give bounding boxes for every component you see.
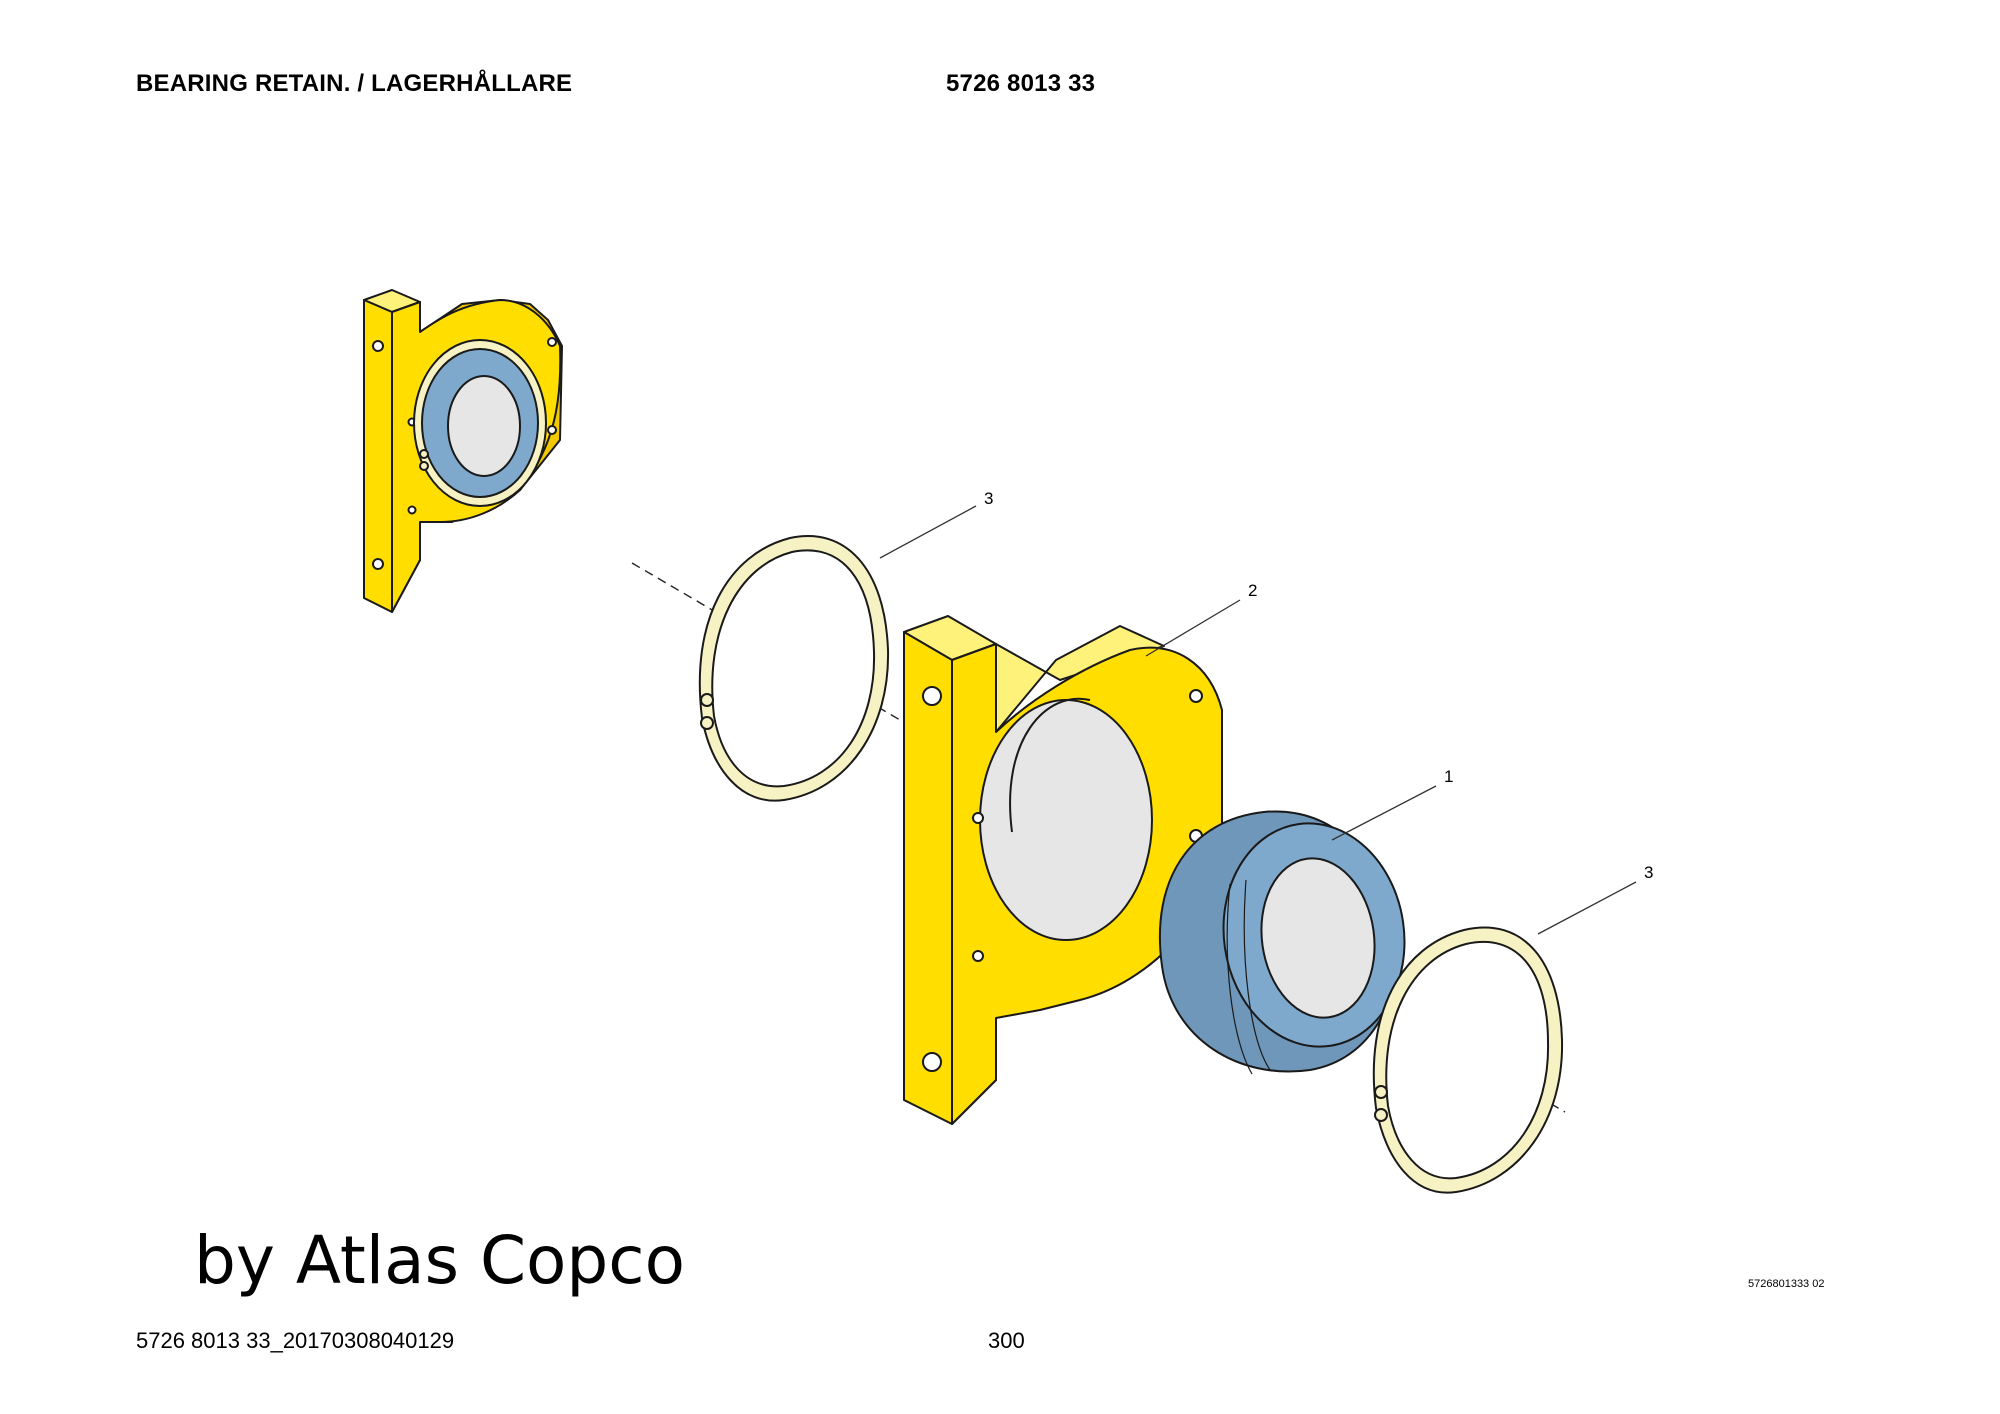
brand-watermark: by Atlas Copco [194,1222,685,1299]
retaining-ring-back [698,535,890,802]
leader-lines [879,505,1637,935]
callout-housing: 2 [1248,581,1257,600]
callout-ring-front: 3 [1644,863,1653,882]
callout-ring-back: 3 [984,489,993,508]
bearing [1158,810,1406,1075]
part-number: 5726 8013 33 [946,70,1096,97]
page-title: BEARING RETAIN. / LAGERHÅLLARE [136,70,573,97]
retaining-ring-front [1372,926,1564,1194]
figure-code: 5726801333 02 [1748,1278,1825,1290]
page-number: 300 [988,1328,1025,1353]
document-id: 5726 8013 33_20170308040129 [136,1328,455,1353]
assembled-bearing-retainer [363,289,563,613]
bearing-housing [903,615,1223,1125]
callout-bearing: 1 [1444,767,1453,786]
